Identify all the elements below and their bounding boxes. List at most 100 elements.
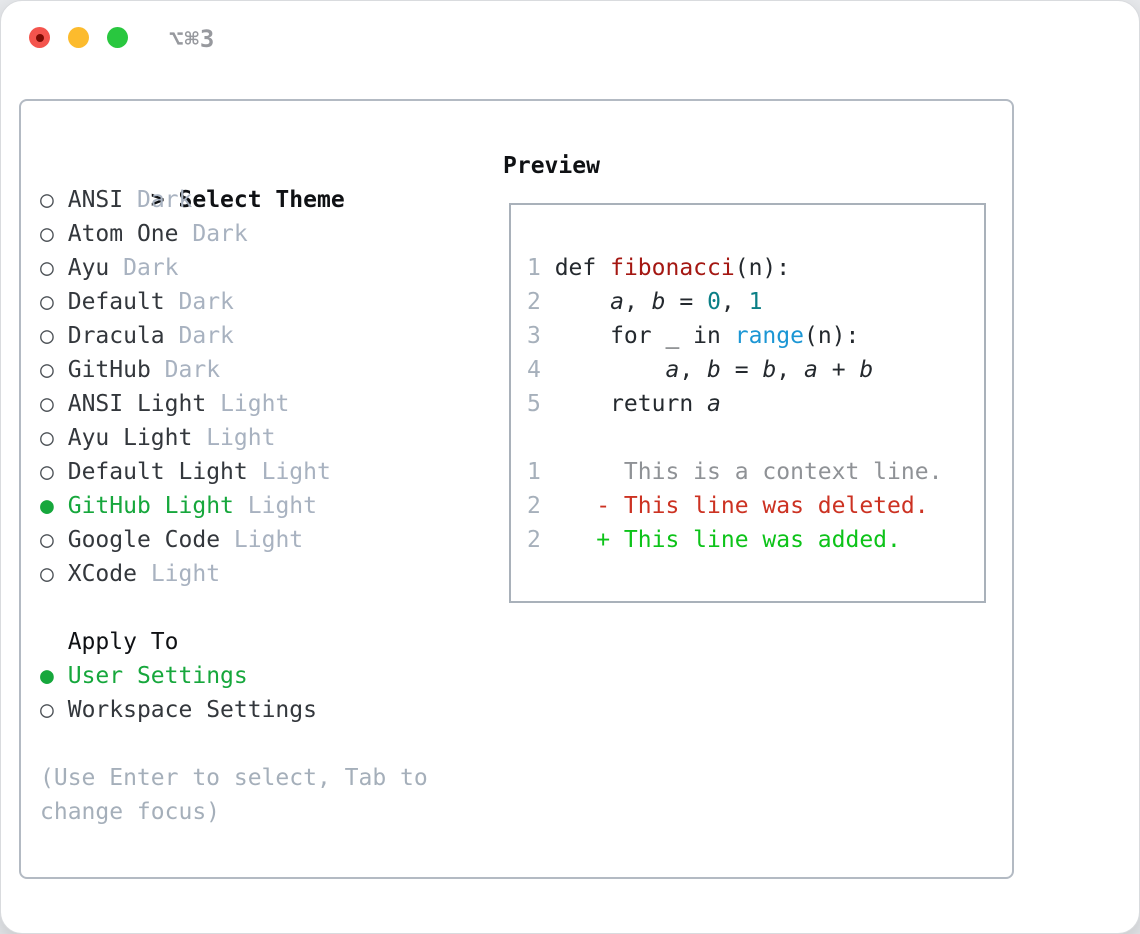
line-number: 4 [527, 357, 541, 383]
radio-selected-icon: ● [40, 493, 54, 519]
code-segment-plain: , [623, 289, 652, 315]
theme-option-dracula[interactable]: ○ Dracula Dark [40, 319, 503, 353]
line-number: 1 [527, 255, 541, 281]
line-number: 2 [527, 527, 541, 553]
code-segment-variable: b [707, 357, 721, 383]
code-segment-plain: = [665, 289, 708, 315]
radio-unselected-icon: ○ [40, 561, 54, 587]
apply-option-user-settings[interactable]: ● User Settings [40, 659, 503, 693]
theme-option-label: Ayu [67, 255, 110, 281]
code-segment-deleted: - This line was deleted. [540, 493, 929, 519]
line-number: 2 [527, 289, 541, 315]
radio-selected-icon: ● [40, 663, 54, 689]
apply-option-label: Workspace Settings [67, 697, 317, 723]
theme-picker-panel: > Select Theme ○ ANSI Dark○ Atom One Dar… [19, 99, 1014, 879]
preview-line [527, 421, 984, 455]
theme-variant-badge: Dark [123, 255, 179, 281]
theme-option-label: Google Code [67, 527, 221, 553]
code-segment-plain [541, 289, 610, 315]
radio-unselected-icon: ○ [40, 425, 54, 451]
close-button[interactable] [29, 27, 50, 48]
close-dot-icon [35, 33, 44, 42]
theme-option-ayu-light[interactable]: ○ Ayu Light Light [40, 421, 503, 455]
theme-variant-badge: Dark [178, 323, 234, 349]
theme-option-label: Default Light [67, 459, 248, 485]
code-segment-plain: + [817, 357, 860, 383]
code-segment-plain: , [679, 357, 708, 383]
theme-variant-badge: Light [150, 561, 221, 587]
theme-option-xcode[interactable]: ○ XCode Light [40, 557, 503, 591]
code-segment-variable: b [651, 289, 666, 315]
code-segment-plain: = [720, 357, 763, 383]
code-segment-plain: def [540, 255, 611, 281]
theme-option-ansi-light[interactable]: ○ ANSI Light Light [40, 387, 503, 421]
radio-unselected-icon: ○ [40, 221, 54, 247]
code-segment-plain: , [720, 289, 749, 315]
theme-option-label: Dracula [67, 323, 165, 349]
theme-option-ansi[interactable]: ○ ANSI Dark [40, 183, 503, 217]
theme-option-label: ANSI Light [67, 391, 207, 417]
theme-option-default-light[interactable]: ○ Default Light Light [40, 455, 503, 489]
theme-option-google-code[interactable]: ○ Google Code Light [40, 523, 503, 557]
code-segment-plain [541, 357, 666, 383]
code-segment-plain: (n): [734, 255, 791, 281]
theme-option-default[interactable]: ○ Default Dark [40, 285, 503, 319]
code-segment-variable: a [610, 289, 624, 315]
preview-line: 2 a, b = 0, 1 [527, 285, 984, 319]
preview-line: 1 This is a context line. [527, 455, 984, 489]
titlebar [29, 27, 128, 48]
theme-variant-badge: Light [247, 493, 317, 519]
line-number: 2 [527, 493, 541, 519]
code-segment-variable: b [762, 357, 777, 383]
theme-menu: > Select Theme ○ ANSI Dark○ Atom One Dar… [40, 149, 503, 877]
theme-option-label: Atom One [67, 221, 179, 247]
code-segment-plain: return [540, 391, 708, 417]
theme-option-label: XCode [67, 561, 137, 587]
preview-line: 5 return a [527, 387, 984, 421]
code-segment-plain: , [776, 357, 804, 383]
theme-option-label: ANSI [67, 187, 124, 213]
theme-option-label: Default [67, 289, 165, 315]
line-number: 1 [527, 459, 541, 485]
cursor-icon: > [150, 187, 165, 213]
preview-line: 3 for _ in range(n): [527, 319, 984, 353]
code-segment-function: fibonacci [610, 255, 735, 281]
theme-variant-badge: Light [206, 425, 276, 451]
theme-option-atom-one[interactable]: ○ Atom One Dark [40, 217, 503, 251]
radio-unselected-icon: ○ [40, 527, 54, 553]
apply-option-label: User Settings [67, 663, 248, 689]
code-segment-variable: a [804, 357, 818, 383]
code-segment-builtin: range [734, 323, 804, 349]
line-number: 3 [527, 323, 541, 349]
theme-variant-badge: Light [261, 459, 331, 485]
apply-to-header: Apply To [67, 629, 179, 655]
code-segment-variable: b [859, 357, 874, 383]
code-segment-plain: (n): [803, 323, 860, 349]
line-number [527, 421, 541, 455]
zoom-button[interactable] [107, 27, 128, 48]
minimize-button[interactable] [68, 27, 89, 48]
theme-option-github-light[interactable]: ● GitHub Light Light [40, 489, 503, 523]
theme-variant-badge: Dark [136, 187, 193, 213]
theme-variant-badge: Dark [192, 221, 248, 247]
code-segment-plain: for _ in [540, 323, 735, 349]
line-number: 5 [527, 391, 541, 417]
radio-unselected-icon: ○ [40, 697, 54, 723]
code-segment-context: This is a context line. [540, 459, 943, 485]
radio-unselected-icon: ○ [40, 391, 54, 417]
radio-unselected-icon: ○ [40, 289, 54, 315]
preview-line: 4 a, b = b, a + b [527, 353, 984, 387]
theme-variant-badge: Light [233, 527, 304, 553]
theme-option-github[interactable]: ○ GitHub Dark [40, 353, 503, 387]
preview-line: 1 def fibonacci(n): [527, 251, 984, 285]
theme-variant-badge: Dark [164, 357, 221, 383]
theme-option-ayu[interactable]: ○ Ayu Dark [40, 251, 503, 285]
radio-unselected-icon: ○ [40, 323, 54, 349]
apply-option-workspace-settings[interactable]: ○ Workspace Settings [40, 693, 503, 727]
radio-unselected-icon: ○ [40, 255, 54, 281]
keyboard-hint: (Use Enter to select, Tab to change focu… [40, 765, 428, 825]
preview-line: 2 + This line was added. [527, 523, 984, 557]
code-segment-added: + This line was added. [540, 527, 901, 553]
